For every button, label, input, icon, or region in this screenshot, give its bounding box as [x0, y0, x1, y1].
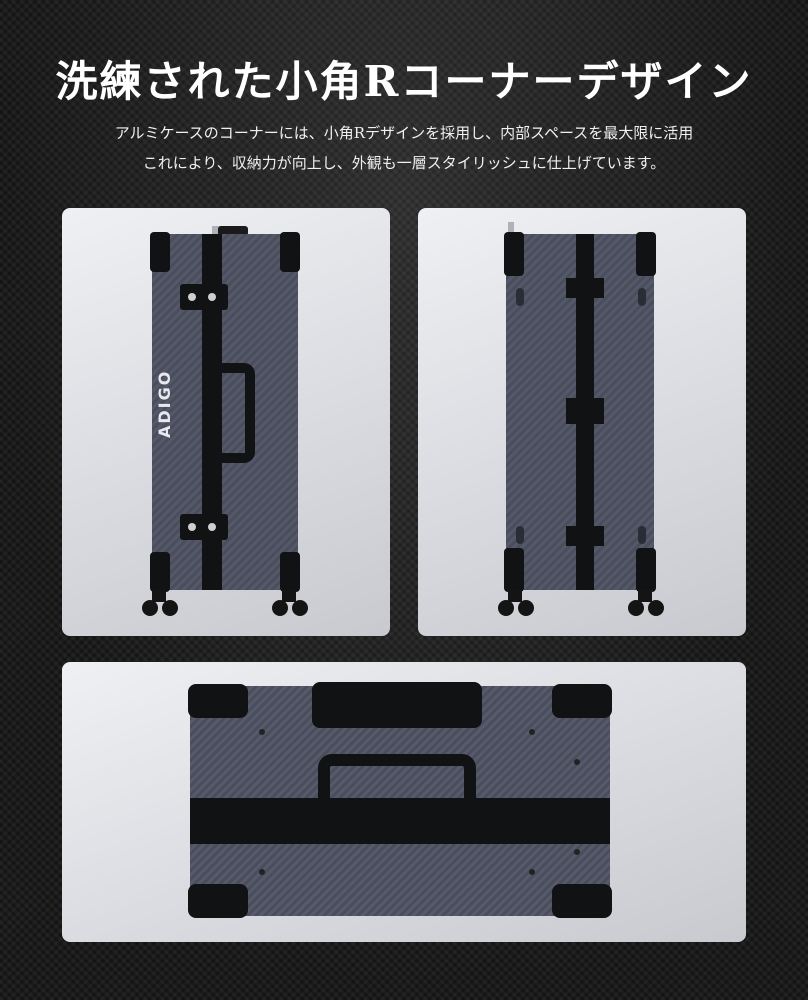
page-title: 洗練された小角Rコーナーデザイン	[55, 57, 753, 106]
description-line-2: これにより、収納力が向上し、外観も一層スタイリッシュに仕上げています。	[142, 154, 666, 172]
suitcase-back-view-photo	[418, 208, 746, 636]
description-line-1: アルミケースのコーナーには、小角Rデザインを採用し、内部スペースを最大限に活用	[114, 124, 694, 142]
brand-logo: ADIGO	[155, 370, 174, 438]
suitcase-side-view-photo: ADIGO	[62, 208, 390, 636]
suitcase-top-view-photo	[62, 662, 746, 942]
